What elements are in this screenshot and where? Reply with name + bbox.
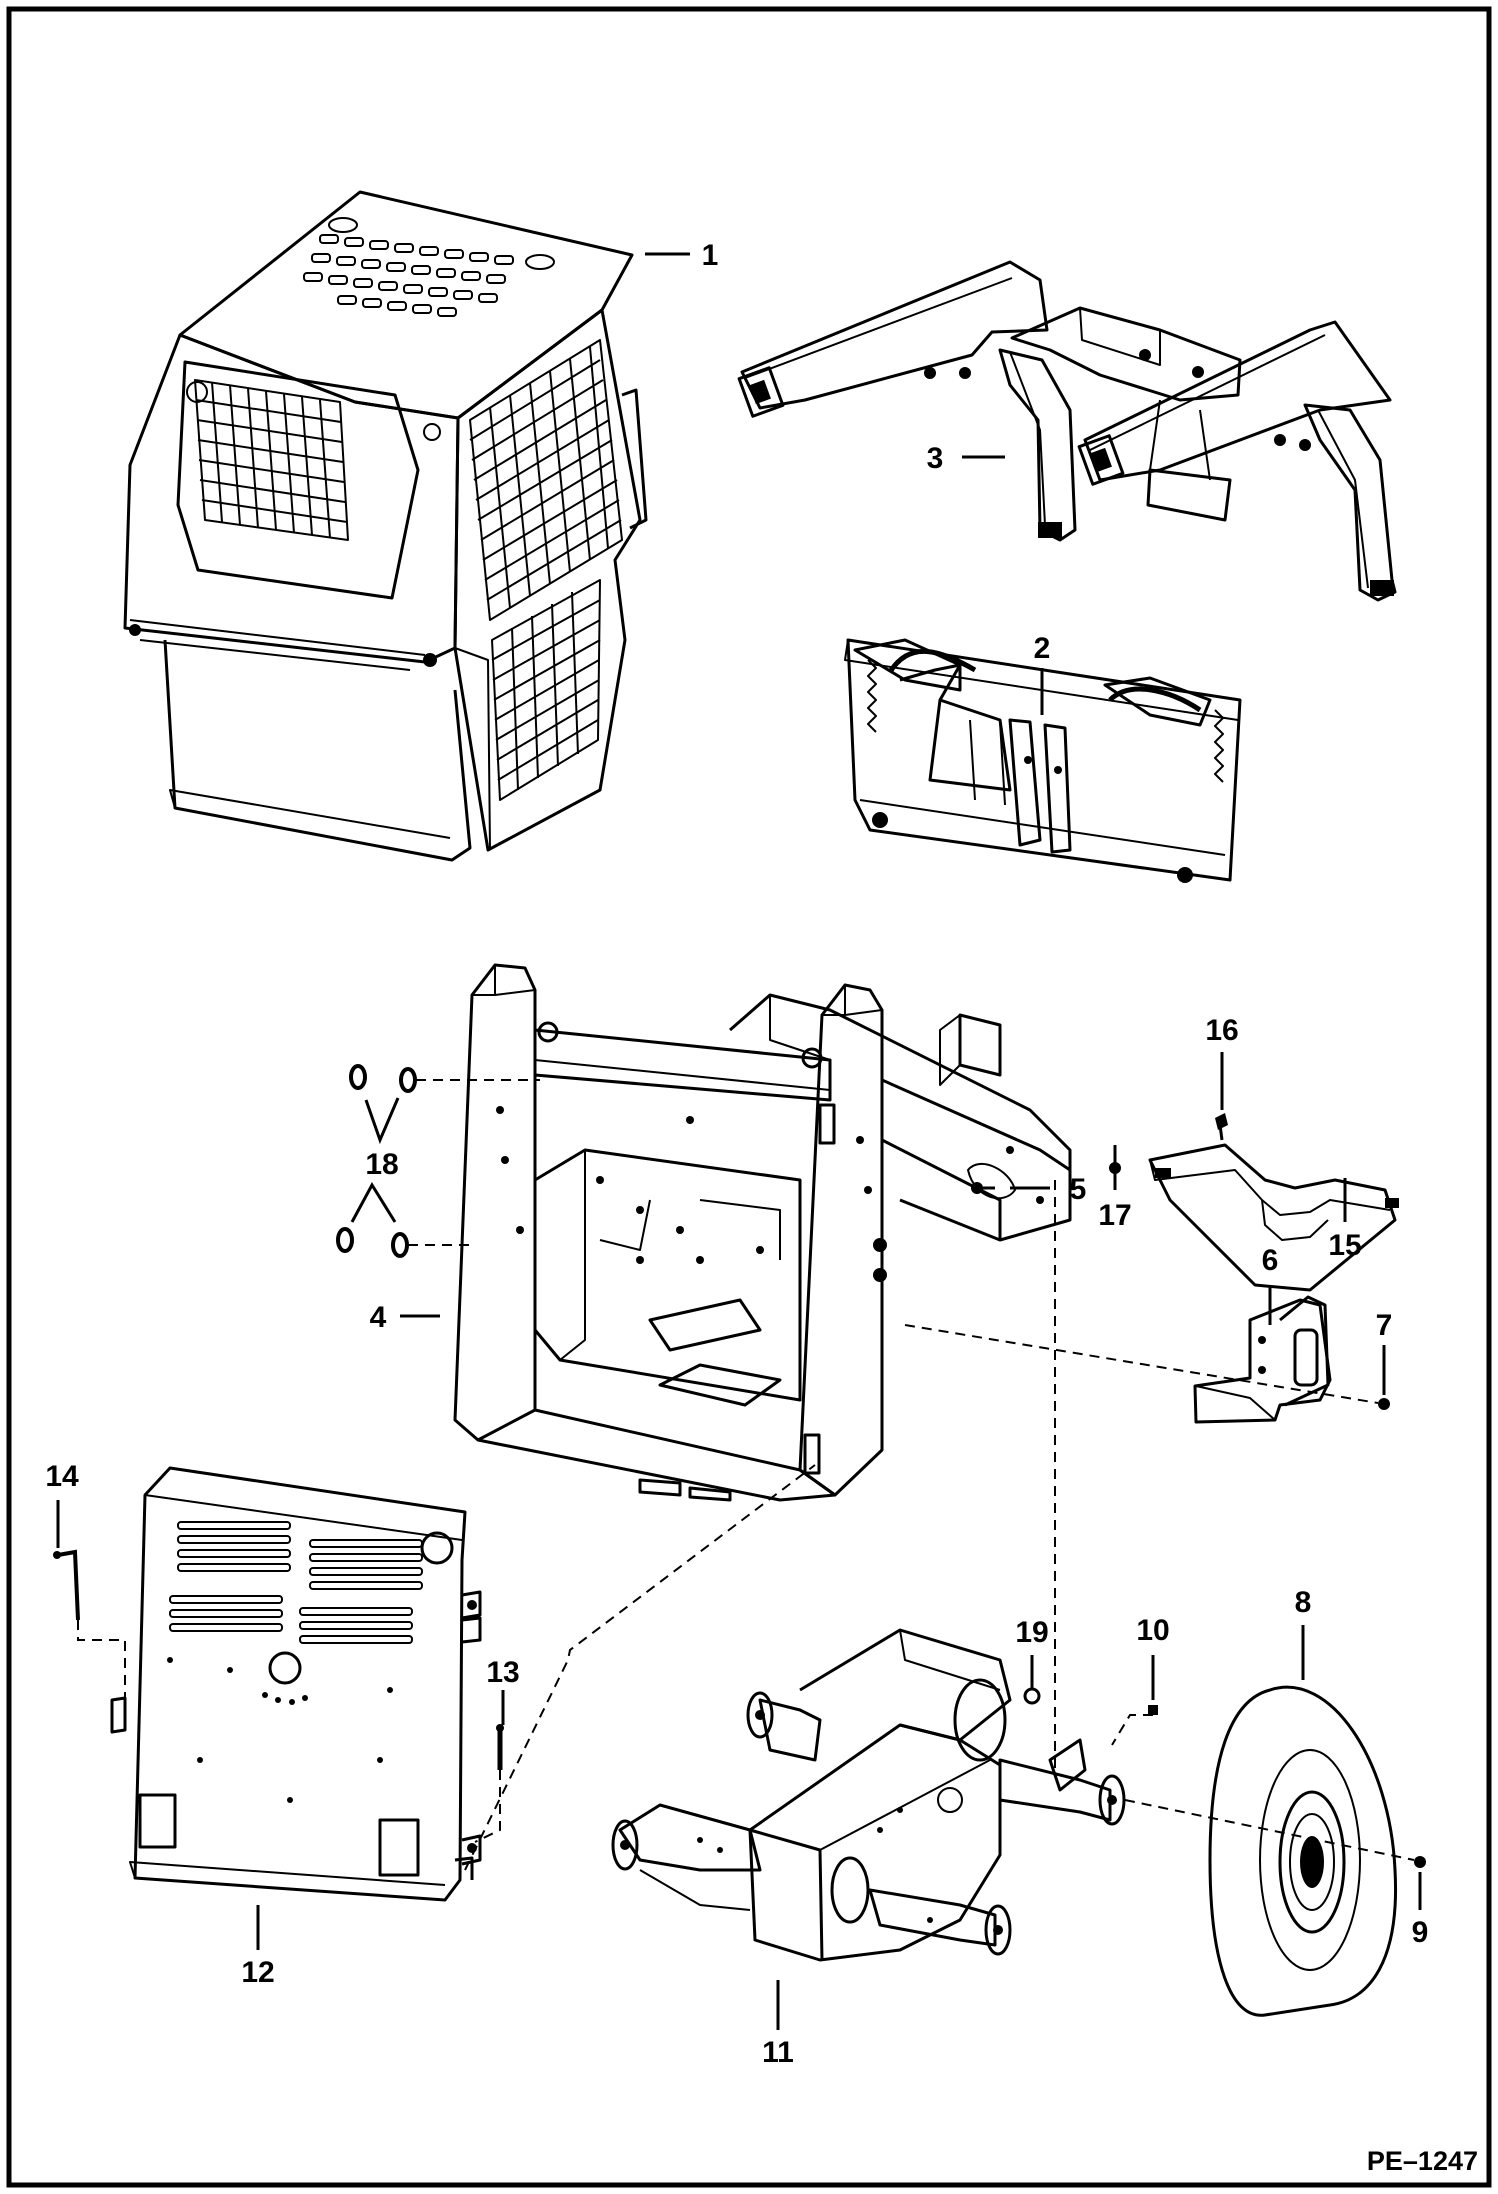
washer-leaders (350, 1097, 400, 1223)
rear-door-drawing[interactable] (110, 1466, 482, 1902)
callout-15: 15 (1328, 1229, 1361, 1262)
door-latch-drawing[interactable] (53, 1549, 80, 1621)
callout-7: 7 (1376, 1309, 1393, 1342)
door-dashed-lines (77, 1464, 816, 1871)
callout-13: 13 (486, 1656, 519, 1689)
axle-nut-drawing[interactable] (1148, 1705, 1158, 1715)
callout-18: 18 (365, 1148, 398, 1181)
roof-grille (303, 217, 555, 317)
callout-8: 8 (1295, 1586, 1312, 1619)
callout-1: 1 (702, 239, 719, 272)
callout-10: 10 (1136, 1614, 1169, 1647)
axle-plug-drawing[interactable] (1023, 1687, 1041, 1705)
tire-drawing[interactable] (1208, 1685, 1398, 2017)
cover-drawing[interactable] (1148, 1143, 1399, 1292)
wheel-nut-drawing[interactable] (1414, 1856, 1426, 1868)
callout-labels: 1 2 3 4 5 6 7 8 9 10 11 12 13 14 15 16 1… (45, 239, 1428, 2069)
bracket-nut-drawing[interactable] (1378, 1398, 1390, 1410)
callout-17: 17 (1098, 1199, 1131, 1232)
bracket-dashed-line (904, 1324, 1379, 1404)
callout-2: 2 (1034, 632, 1051, 665)
callout-leaders (56, 252, 1422, 2030)
axle-nut-dashed-line (1111, 1714, 1153, 1746)
cover-bolt-drawing[interactable] (1215, 1113, 1228, 1141)
bob-tach-drawing[interactable] (844, 638, 1242, 883)
callout-14: 14 (45, 1460, 79, 1493)
drawing-id: PE–1247 (1367, 2146, 1478, 2176)
callout-4: 4 (370, 1301, 387, 1334)
callout-12: 12 (241, 1956, 274, 1989)
frame-bolt-drawing[interactable] (971, 1182, 995, 1194)
bracket-drawing[interactable] (1193, 1295, 1332, 1424)
callout-9: 9 (1412, 1916, 1429, 1949)
axle-frame-drawing[interactable] (611, 1628, 1126, 1962)
callout-3: 3 (927, 442, 944, 475)
callout-5: 5 (1070, 1173, 1087, 1206)
washers-drawing[interactable] (336, 1064, 540, 1258)
front-screen (194, 379, 349, 541)
cab-drawing[interactable] (123, 190, 648, 862)
callout-16: 16 (1205, 1014, 1238, 1047)
lift-arm-drawing[interactable] (737, 260, 1397, 602)
main-frame-drawing[interactable] (453, 963, 1072, 1502)
callout-11: 11 (762, 2036, 794, 2069)
callout-19: 19 (1015, 1616, 1048, 1649)
wheel-dashed-line (1124, 1799, 1415, 1861)
side-screen (469, 339, 623, 801)
drawing-border (6, 6, 1492, 2188)
callout-6: 6 (1262, 1244, 1279, 1277)
door-pin-drawing[interactable] (496, 1724, 504, 1770)
